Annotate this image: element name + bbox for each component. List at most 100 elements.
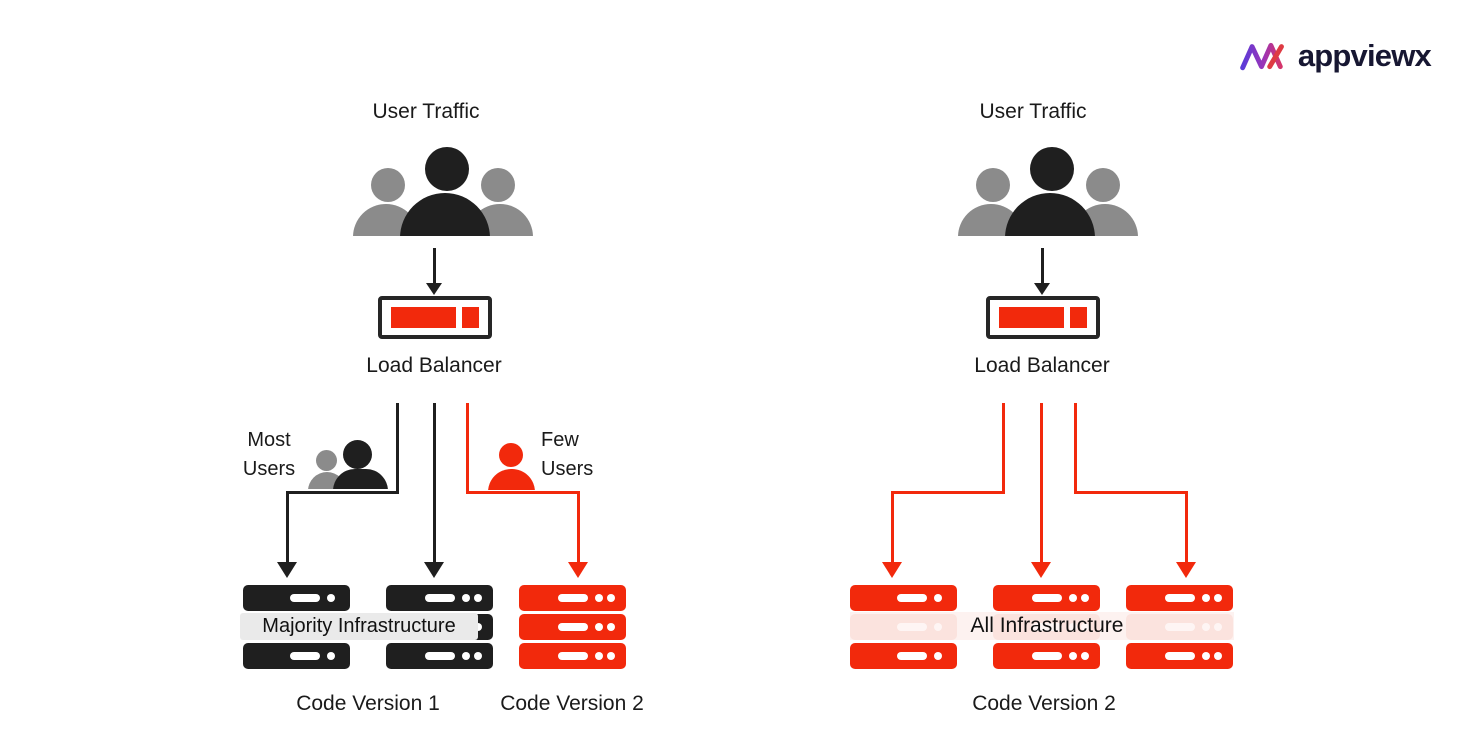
down-arrow-icon <box>1031 562 1051 578</box>
user-traffic-group-icon <box>958 143 1138 236</box>
branch-line-middle <box>1040 403 1043 565</box>
red-person-head <box>499 443 523 467</box>
lb-bar <box>999 307 1065 328</box>
down-arrow-icon <box>568 562 588 578</box>
most-users-line2: Users <box>242 458 296 480</box>
server-dash <box>1032 652 1062 660</box>
branch-line-middle <box>433 403 436 565</box>
traffic-arrow-stem <box>1041 248 1044 284</box>
few-users-person-icon <box>487 440 537 490</box>
server-led <box>1214 623 1222 631</box>
few-users-label: Few Users <box>541 426 611 484</box>
majority-infrastructure-band <box>240 613 478 640</box>
black-person-body <box>1005 193 1095 236</box>
lb-bar <box>391 307 457 328</box>
server-led <box>934 623 942 631</box>
branch-line-canary <box>577 491 580 565</box>
server-led <box>607 594 615 602</box>
server-led <box>607 652 615 660</box>
gray-person-head <box>1086 168 1120 202</box>
lb-square <box>1070 307 1087 328</box>
branch-line-left <box>287 491 399 494</box>
server-led <box>1214 594 1222 602</box>
gray-person-head <box>316 450 337 471</box>
server-stack-all-c <box>1126 585 1233 669</box>
server-led <box>595 623 603 631</box>
right-load-balancer-label: Load Balancer <box>974 354 1110 377</box>
code-version-1-label: Code Version 1 <box>296 692 440 715</box>
down-arrow-icon <box>882 562 902 578</box>
server-led <box>934 652 942 660</box>
few-users-line2: Users <box>541 458 594 480</box>
branch-line-left <box>891 491 894 565</box>
server-row <box>993 585 1100 611</box>
server-led <box>1202 652 1210 660</box>
server-dash <box>425 594 455 602</box>
branch-line-left <box>286 491 289 565</box>
server-led <box>474 652 482 660</box>
server-led <box>474 594 482 602</box>
server-dash <box>558 652 588 660</box>
server-dash <box>1165 594 1195 602</box>
logo-wordmark: appviewx <box>1297 38 1432 73</box>
server-row <box>386 643 493 669</box>
server-row <box>243 643 350 669</box>
black-person-head <box>425 147 469 191</box>
server-dash <box>897 594 927 602</box>
gray-person-head <box>976 168 1010 202</box>
server-led <box>1214 652 1222 660</box>
server-led <box>1069 652 1077 660</box>
code-version-2-label: Code Version 2 <box>500 692 644 715</box>
user-traffic-group-icon <box>353 143 533 236</box>
server-row <box>519 614 626 640</box>
lb-square <box>462 307 479 328</box>
appviewx-logo: appviewx <box>1239 36 1432 76</box>
server-row <box>993 614 1100 640</box>
down-arrow-icon <box>277 562 297 578</box>
server-led <box>1081 652 1089 660</box>
server-led <box>1069 623 1077 631</box>
black-person-head <box>1030 147 1074 191</box>
black-person-head <box>343 440 372 469</box>
traffic-arrow-stem <box>433 248 436 284</box>
server-row <box>1126 614 1233 640</box>
server-led <box>327 594 335 602</box>
server-dash <box>897 623 927 631</box>
server-dash <box>290 652 320 660</box>
server-row <box>993 643 1100 669</box>
server-led <box>1202 623 1210 631</box>
server-row <box>850 585 957 611</box>
branch-line-right <box>1074 491 1188 494</box>
few-users-line1: Few <box>541 429 579 451</box>
server-led <box>462 594 470 602</box>
server-dash <box>1032 594 1062 602</box>
black-person-body <box>333 469 388 489</box>
all-infrastructure-label: All Infrastructure <box>970 614 1124 637</box>
server-stack-v2-canary <box>519 585 626 669</box>
left-load-balancer-label: Load Balancer <box>366 354 502 377</box>
server-row <box>1126 643 1233 669</box>
branch-line-right <box>1185 491 1188 565</box>
server-row <box>1126 585 1233 611</box>
server-led <box>462 652 470 660</box>
server-led <box>607 623 615 631</box>
server-led <box>474 623 482 631</box>
code-version-label: Code Version 2 <box>972 692 1116 715</box>
server-led <box>1081 623 1089 631</box>
most-users-label: Most Users <box>234 426 304 484</box>
load-balancer-icon <box>378 296 492 339</box>
down-arrow-icon <box>1034 283 1050 295</box>
server-led <box>595 652 603 660</box>
black-person-body <box>400 193 490 236</box>
gray-person-head <box>481 168 515 202</box>
down-arrow-icon <box>1176 562 1196 578</box>
server-dash <box>1032 623 1062 631</box>
branch-line-left <box>892 491 1005 494</box>
server-led <box>1069 594 1077 602</box>
gray-person-head <box>371 168 405 202</box>
branch-line-left <box>1002 403 1005 494</box>
server-led <box>1202 594 1210 602</box>
server-stack-all-b <box>993 585 1100 669</box>
branch-line-right <box>1074 403 1077 494</box>
